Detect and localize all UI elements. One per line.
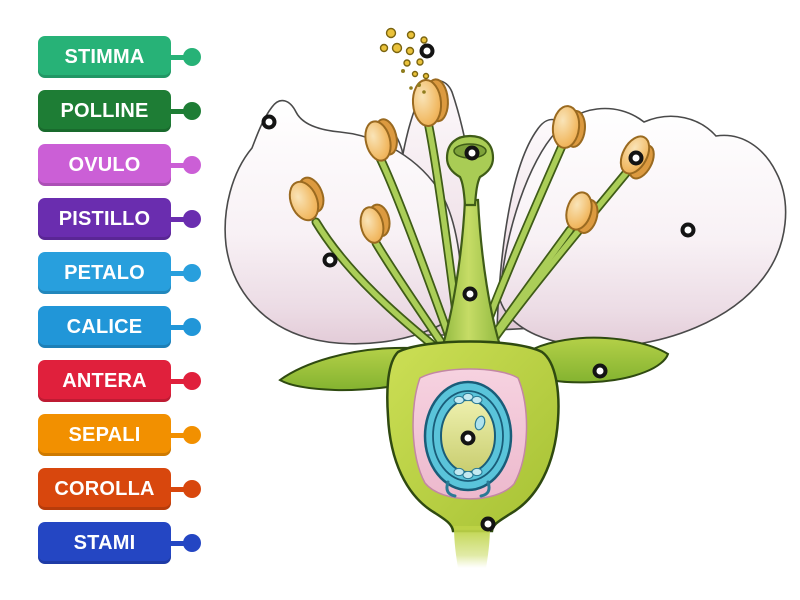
label-chip-petalo[interactable]: PETALO	[38, 252, 171, 294]
pin-connector	[171, 432, 184, 438]
pin-connector	[171, 324, 184, 330]
label-chip-pistillo[interactable]: PISTILLO	[38, 198, 171, 240]
label-text: CALICE	[66, 315, 143, 338]
pin-dot	[183, 534, 201, 552]
marker-left-petal[interactable]	[261, 114, 277, 130]
label-text: OVULO	[68, 153, 141, 176]
marker-right-sepal[interactable]	[592, 363, 608, 379]
label-row-corolla: COROLLA	[38, 468, 201, 510]
pin-connector	[171, 270, 184, 276]
label-chip-antera[interactable]: ANTERA	[38, 360, 171, 402]
pistil	[439, 134, 504, 354]
label-row-pistillo: PISTILLO	[38, 198, 201, 240]
label-chip-calice[interactable]: CALICE	[38, 306, 171, 348]
sepal-right	[516, 336, 670, 384]
label-row-stimma: STIMMA	[38, 36, 201, 78]
pin-dot	[183, 426, 201, 444]
pin-connector	[171, 216, 184, 222]
pin-dot	[183, 318, 201, 336]
marker-ovule-center[interactable]	[460, 430, 476, 446]
pin-dot	[183, 210, 201, 228]
label-chip-stami[interactable]: STAMI	[38, 522, 171, 564]
label-row-ovulo: OVULO	[38, 144, 201, 186]
pin-dot	[183, 156, 201, 174]
label-text: POLLINE	[60, 99, 149, 122]
pin-connector	[171, 162, 184, 168]
marker-stem-base[interactable]	[480, 516, 496, 532]
petal-right	[499, 107, 787, 348]
label-row-calice: CALICE	[38, 306, 201, 348]
pin-dot	[183, 102, 201, 120]
anthers	[288, 78, 655, 244]
label-text: ANTERA	[62, 369, 147, 392]
label-text: STAMI	[73, 531, 136, 554]
pin-connector	[171, 486, 184, 492]
label-text: PISTILLO	[58, 207, 151, 230]
label-chip-polline[interactable]: POLLINE	[38, 90, 171, 132]
marker-left-filament[interactable]	[322, 252, 338, 268]
petal-left	[224, 99, 463, 345]
pin-connector	[171, 540, 184, 546]
label-chip-corolla[interactable]: COROLLA	[38, 468, 171, 510]
marker-style-middle[interactable]	[462, 286, 478, 302]
pin-dot	[183, 48, 201, 66]
label-row-sepali: SEPALI	[38, 414, 201, 456]
stem	[454, 526, 490, 568]
sepal-curl-left	[391, 355, 409, 408]
marker-pollen-cloud[interactable]	[419, 43, 435, 59]
pin-connector	[171, 378, 184, 384]
pin-connector	[171, 108, 184, 114]
label-text: PETALO	[64, 261, 145, 284]
marker-stigma-top[interactable]	[464, 145, 480, 161]
petal-back-right	[496, 118, 592, 331]
pin-dot	[183, 480, 201, 498]
sepal-curl-right	[529, 355, 547, 408]
label-text: STIMMA	[64, 45, 145, 68]
label-row-antera: ANTERA	[38, 360, 201, 402]
label-text: COROLLA	[54, 477, 155, 500]
pin-connector	[171, 54, 184, 60]
style	[439, 198, 504, 354]
label-chip-sepali[interactable]: SEPALI	[38, 414, 171, 456]
label-row-polline: POLLINE	[38, 90, 201, 132]
label-chip-stimma[interactable]: STIMMA	[38, 36, 171, 78]
petal-back-left	[330, 124, 413, 321]
marker-right-petal[interactable]	[680, 222, 696, 238]
labels-column: STIMMA POLLINE OVULO PISTILLO PETALO CAL	[38, 36, 201, 564]
label-row-stami: STAMI	[38, 522, 201, 564]
pollen-cloud	[379, 27, 430, 94]
sepal-left	[278, 346, 467, 392]
label-row-petalo: PETALO	[38, 252, 201, 294]
label-chip-ovulo[interactable]: OVULO	[38, 144, 171, 186]
label-text: SEPALI	[68, 423, 141, 446]
pin-dot	[183, 372, 201, 390]
sepals	[278, 336, 670, 408]
pin-dot	[183, 264, 201, 282]
marker-right-anther[interactable]	[628, 150, 644, 166]
